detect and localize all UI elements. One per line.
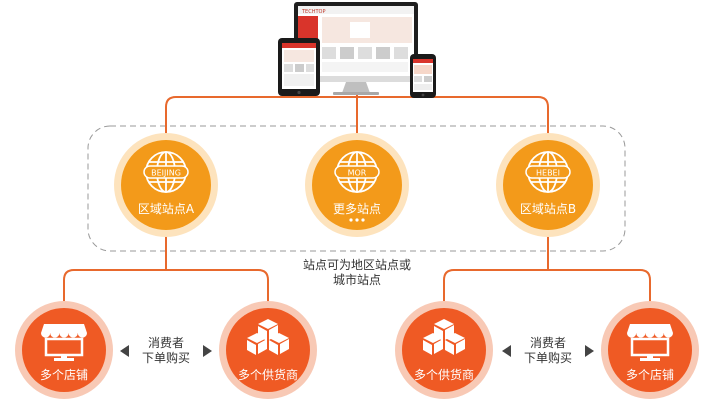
- site-label-more: 更多站点: [332, 202, 382, 216]
- site-label-b: 区域站点B: [519, 202, 577, 216]
- double-arrows: [120, 345, 594, 357]
- monitor-logo: TECHTOP: [301, 9, 325, 15]
- site-node-1: MOR: [305, 133, 409, 237]
- connector-lines: [63, 94, 651, 305]
- boxes-icon: [423, 319, 465, 355]
- site-badge-text-2: HEBEI: [536, 169, 560, 178]
- more-dot: [361, 218, 365, 222]
- leaf-label-right-1: 多个供货商: [237, 368, 299, 382]
- site-nodes: BEIJING MOR HEBEI: [114, 133, 600, 237]
- consumer-note-2-line-2: 下单购买: [523, 351, 573, 365]
- site-node-2: HEBEI: [496, 133, 600, 237]
- leaf-node-2: [395, 301, 493, 399]
- site-badge-text-0: BEIJING: [151, 169, 181, 178]
- site-badge-2: HEBEI: [525, 165, 571, 179]
- consumer-note-1: 消费者 下单购买: [142, 336, 190, 366]
- leaf-label-right-2: 多个店铺: [625, 368, 675, 382]
- site-note: 站点可为地区站点或 城市站点: [303, 258, 411, 288]
- site-node-0: BEIJING: [114, 133, 218, 237]
- boxes-icon: [247, 319, 289, 355]
- leaf-label-left-2: 多个供货商: [413, 368, 475, 382]
- consumer-note-2-line-1: 消费者: [529, 336, 567, 350]
- double-arrow-0: [120, 345, 212, 357]
- leaf-node-1: [219, 301, 317, 399]
- leaf-node-0: [15, 301, 113, 399]
- more-dot: [355, 218, 359, 222]
- site-note-line-1: 站点可为地区站点或: [302, 258, 412, 272]
- site-badge-1: MOR: [334, 165, 380, 179]
- site-badge-0: BEIJING: [143, 165, 189, 179]
- site-group-border: [87, 125, 626, 252]
- storefront-icon: [627, 324, 673, 361]
- site-note-line-2: 城市站点: [332, 273, 382, 287]
- consumer-note-2: 消费者 下单购买: [524, 336, 572, 366]
- leaf-nodes: [15, 301, 699, 399]
- site-badge-text-1: MOR: [348, 169, 367, 178]
- storefront-icon: [41, 324, 87, 361]
- devices-illustration: TECHTOP: [278, 2, 436, 98]
- consumer-note-1-line-1: 消费者: [147, 336, 185, 350]
- leaf-label-left-1: 多个店铺: [39, 368, 89, 382]
- more-dot: [349, 218, 353, 222]
- double-arrow-1: [502, 345, 594, 357]
- site-label-a: 区域站点A: [137, 202, 195, 216]
- leaf-node-3: [601, 301, 699, 399]
- consumer-note-1-line-2: 下单购买: [141, 351, 191, 365]
